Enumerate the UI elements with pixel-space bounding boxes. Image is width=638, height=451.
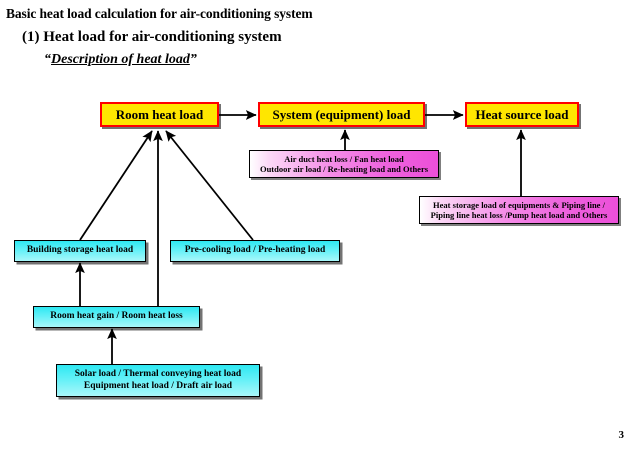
arrow-building-storage-to-room: [79, 130, 153, 241]
node-solar-equipment-draft-load[interactable]: Solar load / Thermal conveying heat load…: [56, 364, 260, 397]
node-system-load-detail[interactable]: Air duct heat loss / Fan heat load Outdo…: [249, 150, 439, 178]
node-room-heat-gain-loss[interactable]: Room heat gain / Room heat loss: [33, 306, 200, 328]
page-number: 3: [618, 429, 625, 441]
node-heat-source-load-detail-line1: Heat storage load of equipments & Piping…: [433, 199, 605, 210]
node-room-heat-gain-loss-label: Room heat gain / Room heat loss: [50, 311, 183, 322]
quote-close: ”: [189, 52, 197, 67]
node-heat-source-load-detail[interactable]: Heat storage load of equipments & Piping…: [419, 196, 619, 224]
node-pre-cooling-pre-heating-load-label: Pre-cooling load / Pre-heating load: [184, 245, 326, 256]
node-room-heat-load-label: Room heat load: [115, 106, 204, 122]
quote-open: “: [44, 52, 51, 67]
node-solar-equipment-draft-load-line2: Equipment heat load / Draft air load: [83, 380, 233, 391]
node-heat-source-load-detail-line2: Piping line heat loss /Pump heat load an…: [430, 210, 608, 220]
node-system-equipment-load-label: System (equipment) load: [272, 106, 411, 122]
node-system-load-detail-line1: Air duct heat loss / Fan heat load: [284, 153, 404, 164]
node-building-storage-heat-load[interactable]: Building storage heat load: [14, 240, 146, 262]
section-title: (1) Heat load for air-conditioning syste…: [22, 29, 282, 45]
node-room-heat-load[interactable]: Room heat load: [100, 102, 219, 127]
section-subtitle: “Description of heat load”: [44, 52, 197, 68]
node-solar-equipment-draft-load-line1: Solar load / Thermal conveying heat load: [74, 369, 242, 380]
node-building-storage-heat-load-label: Building storage heat load: [26, 245, 134, 256]
node-system-equipment-load[interactable]: System (equipment) load: [258, 102, 425, 127]
quote-text: Description of heat load: [51, 52, 190, 67]
page-title: Basic heat load calculation for air-cond…: [6, 6, 313, 21]
node-pre-cooling-pre-heating-load[interactable]: Pre-cooling load / Pre-heating load: [170, 240, 340, 262]
arrow-precooling-to-room: [165, 130, 254, 241]
node-system-load-detail-line2: Outdoor air load / Re-heating load and O…: [259, 164, 429, 174]
node-heat-source-load-label: Heat source load: [475, 106, 569, 122]
node-heat-source-load[interactable]: Heat source load: [465, 102, 579, 127]
